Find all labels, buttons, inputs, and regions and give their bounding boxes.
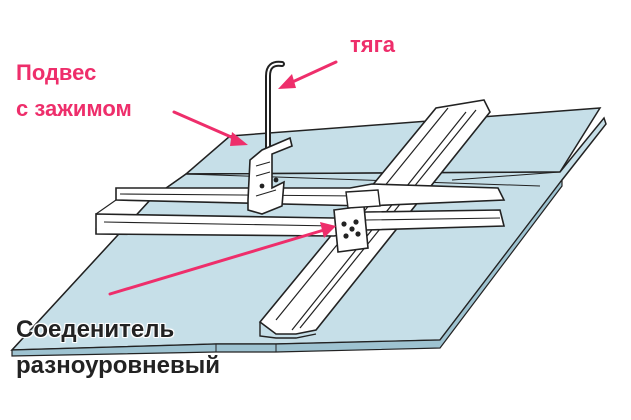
connector-hole: [355, 231, 361, 237]
connector-part: [333, 189, 381, 253]
arrow-icon: [320, 222, 336, 238]
hanger-assembly: [247, 60, 293, 215]
arrow-icon: [286, 60, 338, 86]
main-profile-flange: [259, 322, 317, 339]
hanger-label-line1: Подвес: [16, 60, 97, 85]
connector-hole: [349, 226, 355, 232]
connector-hole: [341, 221, 347, 227]
hanger-hole: [273, 177, 279, 183]
annotation-arrows: [108, 60, 338, 296]
cross-profile-detail: [95, 193, 501, 234]
arrow-icon: [172, 110, 240, 142]
connector-label-line1: Соеденитель: [16, 316, 175, 343]
connector-top: [345, 189, 381, 209]
connector-hole: [343, 233, 349, 239]
hanger-hole: [259, 183, 265, 189]
drywall-panel-edge: [11, 178, 563, 357]
arrow-icon: [278, 74, 296, 89]
connector-hole: [353, 219, 359, 225]
rod-highlight: [267, 62, 283, 151]
drywall-seam: [185, 171, 561, 352]
hanger-detail: [255, 161, 277, 197]
hanger-label-line2: с зажимом: [16, 96, 132, 121]
cross-profile-top: [115, 183, 506, 207]
connector-label-line2: разноуровневый: [16, 352, 221, 379]
arrow-icon: [230, 132, 248, 146]
arrow-icon: [108, 228, 326, 296]
rod-label: тяга: [350, 32, 396, 57]
